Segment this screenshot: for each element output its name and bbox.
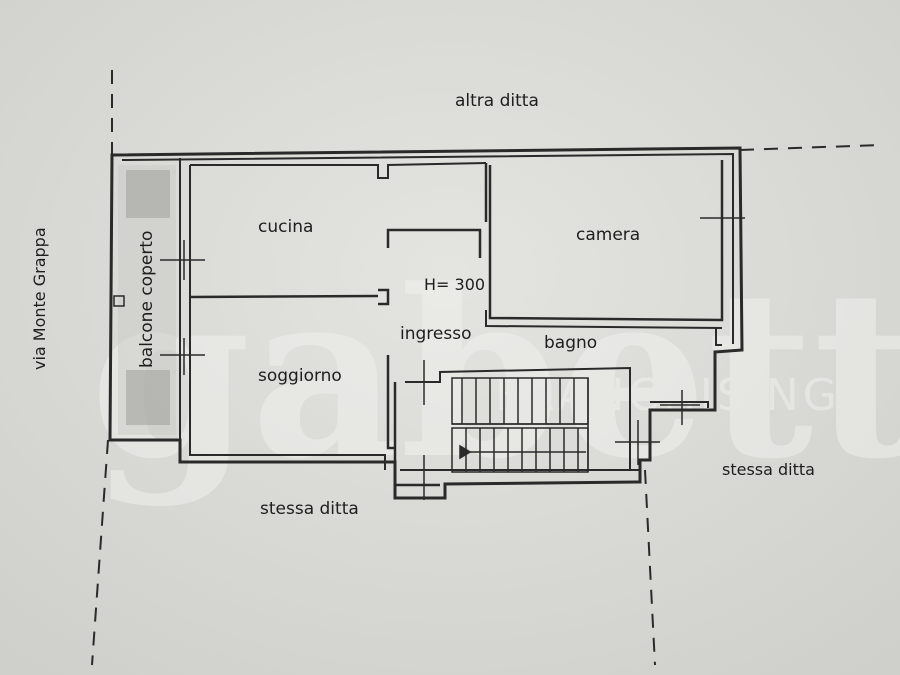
room-label-balcone: balcone coperto	[137, 231, 157, 368]
labels: altra ditta stessa ditta stessa ditta vi…	[30, 91, 815, 519]
room-label-cucina: cucina	[258, 217, 313, 237]
label-south-neighbor: stessa ditta	[260, 499, 359, 519]
ceiling-height-label: H= 300	[424, 275, 485, 294]
watermark: gabetti FRANCHISING	[90, 240, 900, 510]
room-label-soggiorno: soggiorno	[258, 366, 342, 386]
room-label-bagno: bagno	[544, 333, 597, 353]
label-north-neighbor: altra ditta	[455, 91, 539, 111]
room-label-camera: camera	[576, 225, 640, 245]
outer-walls	[108, 146, 744, 500]
watermark-brand: gabetti	[90, 240, 900, 510]
staircase	[451, 377, 589, 473]
balcony-area	[113, 165, 176, 435]
property-boundaries	[91, 70, 881, 666]
window-markers	[160, 185, 745, 500]
room-label-ingresso: ingresso	[400, 324, 471, 344]
label-east-neighbor: stessa ditta	[722, 460, 815, 479]
label-street: via Monte Grappa	[30, 227, 49, 370]
